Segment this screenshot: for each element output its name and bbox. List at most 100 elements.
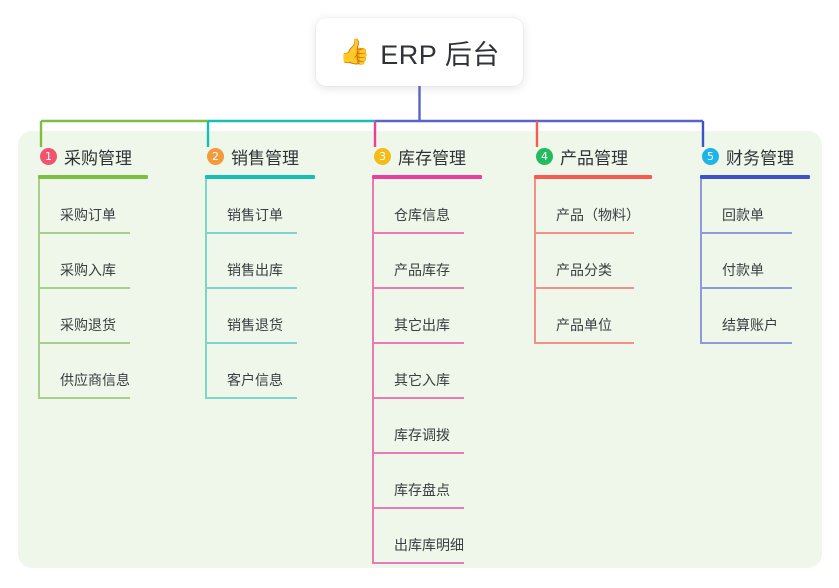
leaf-underline <box>700 287 792 289</box>
leaf-label: 其它出库 <box>394 317 450 333</box>
leaf-item[interactable]: 采购退货 <box>38 289 190 344</box>
leaf-underline <box>372 397 464 399</box>
leaf-list: 采购订单采购入库采购退货供应商信息 <box>38 179 190 399</box>
branch-underline <box>372 175 482 179</box>
leaf-item[interactable]: 回款单 <box>700 179 820 234</box>
branch-number-badge: 4 <box>536 147 553 165</box>
branch-number-badge: 1 <box>40 147 57 165</box>
leaf-underline <box>700 342 792 344</box>
leaf-underline <box>372 287 464 289</box>
leaf-underline <box>534 342 634 344</box>
leaf-label: 其它入库 <box>394 372 450 388</box>
branch-number-badge: 3 <box>374 147 391 165</box>
leaf-label: 出库库明细 <box>394 537 464 553</box>
leaf-label: 采购退货 <box>60 317 116 333</box>
leaf-list: 仓库信息产品库存其它出库其它入库库存调拨库存盘点出库库明细 <box>372 179 524 564</box>
leaf-underline <box>372 452 464 454</box>
leaf-item[interactable]: 产品单位 <box>534 289 694 344</box>
leaf-label: 供应商信息 <box>60 372 130 388</box>
leaf-item[interactable]: 采购订单 <box>38 179 190 234</box>
leaf-spine <box>38 179 40 399</box>
branch-underline <box>534 175 652 179</box>
leaf-item[interactable]: 付款单 <box>700 234 820 289</box>
leaf-label: 库存盘点 <box>394 482 450 498</box>
branch-underline <box>700 175 810 179</box>
branch-title: 销售管理 <box>231 148 299 168</box>
root-node-title: ERP 后台 <box>380 39 500 70</box>
leaf-item[interactable]: 库存盘点 <box>372 454 524 509</box>
branch-header[interactable]: 2 销售管理 <box>205 144 357 168</box>
branch-header[interactable]: 1 采购管理 <box>38 144 190 168</box>
leaf-item[interactable]: 产品（物料） <box>534 179 694 234</box>
leaf-list: 回款单付款单结算账户 <box>700 179 820 344</box>
leaf-item[interactable]: 其它入库 <box>372 344 524 399</box>
leaf-list: 产品（物料） 产品分类产品单位 <box>534 179 694 344</box>
leaf-underline <box>534 287 634 289</box>
leaf-underline <box>372 507 464 509</box>
branch-number-badge: 5 <box>702 147 719 165</box>
leaf-underline <box>205 232 297 234</box>
branch-title: 库存管理 <box>398 148 466 168</box>
branch-header[interactable]: 4 产品管理 <box>534 144 694 168</box>
leaf-underline <box>534 232 634 234</box>
leaf-underline <box>38 287 130 289</box>
leaf-item[interactable]: 销售出库 <box>205 234 357 289</box>
leaf-underline <box>372 562 464 564</box>
root-node-card[interactable]: 👍 ERP 后台 <box>316 18 523 86</box>
leaf-underline <box>205 287 297 289</box>
leaf-label: 销售出库 <box>227 262 283 278</box>
leaf-label: 采购入库 <box>60 262 116 278</box>
branch-column: 3 库存管理仓库信息产品库存其它出库其它入库库存调拨库存盘点出库库明细 <box>372 144 524 564</box>
leaf-label: 客户信息 <box>227 372 283 388</box>
branch-number-badge: 2 <box>207 147 224 165</box>
branch-column: 1 采购管理采购订单采购入库采购退货供应商信息 <box>38 144 190 399</box>
branch-title: 采购管理 <box>64 148 132 168</box>
leaf-item[interactable]: 销售订单 <box>205 179 357 234</box>
leaf-underline <box>372 232 464 234</box>
branch-column: 4 产品管理产品（物料） 产品分类产品单位 <box>534 144 694 344</box>
leaf-underline <box>700 232 792 234</box>
leaf-list: 销售订单销售出库销售退货客户信息 <box>205 179 357 399</box>
leaf-label: 产品（物料） <box>556 207 640 223</box>
branch-header[interactable]: 5 财务管理 <box>700 144 820 168</box>
leaf-item[interactable]: 产品分类 <box>534 234 694 289</box>
leaf-item[interactable]: 供应商信息 <box>38 344 190 399</box>
leaf-label: 库存调拨 <box>394 427 450 443</box>
leaf-underline <box>38 342 130 344</box>
leaf-label: 结算账户 <box>722 317 778 333</box>
leaf-item[interactable]: 结算账户 <box>700 289 820 344</box>
leaf-item[interactable]: 销售退货 <box>205 289 357 344</box>
leaf-spine <box>534 179 536 344</box>
leaf-item[interactable]: 产品库存 <box>372 234 524 289</box>
leaf-label: 销售订单 <box>227 207 283 223</box>
leaf-item[interactable]: 库存调拨 <box>372 399 524 454</box>
leaf-underline <box>38 232 130 234</box>
leaf-underline <box>38 397 130 399</box>
leaf-spine <box>205 179 207 399</box>
leaf-label: 产品单位 <box>556 317 612 333</box>
leaf-item[interactable]: 客户信息 <box>205 344 357 399</box>
leaf-label: 付款单 <box>722 262 764 278</box>
leaf-label: 销售退货 <box>227 317 283 333</box>
leaf-item[interactable]: 其它出库 <box>372 289 524 344</box>
branch-underline <box>38 175 148 179</box>
leaf-label: 采购订单 <box>60 207 116 223</box>
branch-header[interactable]: 3 库存管理 <box>372 144 524 168</box>
leaf-item[interactable]: 出库库明细 <box>372 509 524 564</box>
leaf-underline <box>205 342 297 344</box>
leaf-item[interactable]: 仓库信息 <box>372 179 524 234</box>
leaf-label: 回款单 <box>722 207 764 223</box>
leaf-spine <box>700 179 702 344</box>
branch-column: 5 财务管理回款单付款单结算账户 <box>700 144 820 344</box>
leaf-label: 仓库信息 <box>394 207 450 223</box>
thumbs-up-icon: 👍 <box>339 37 371 66</box>
branch-underline <box>205 175 315 179</box>
branch-column: 2 销售管理销售订单销售出库销售退货客户信息 <box>205 144 357 399</box>
branch-title: 产品管理 <box>560 148 628 168</box>
branch-title: 财务管理 <box>726 148 794 168</box>
leaf-underline <box>372 342 464 344</box>
leaf-item[interactable]: 采购入库 <box>38 234 190 289</box>
leaf-label: 产品分类 <box>556 262 612 278</box>
leaf-spine <box>372 179 374 564</box>
leaf-underline <box>205 397 297 399</box>
